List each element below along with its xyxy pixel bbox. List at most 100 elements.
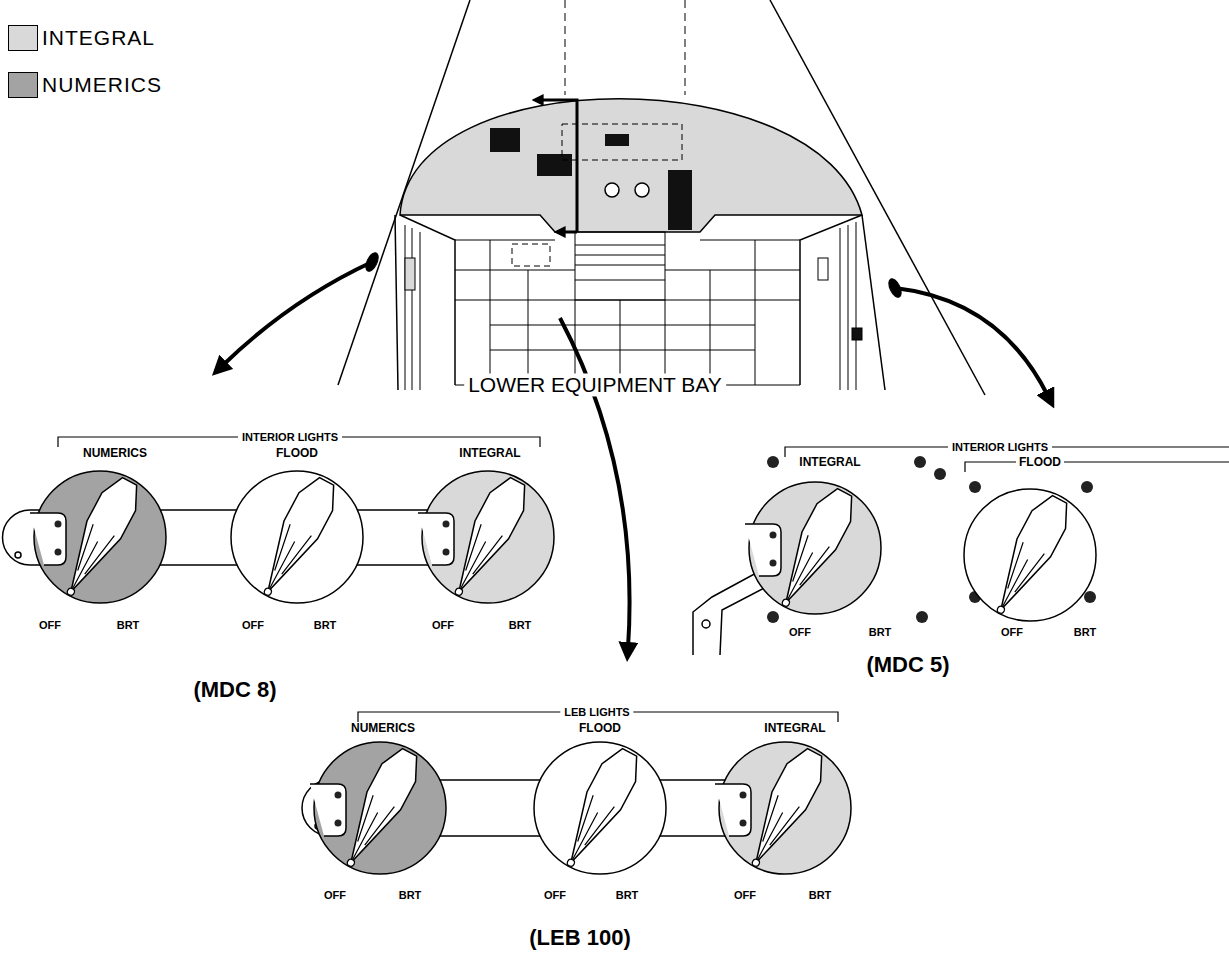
knob-pointer <box>52 472 146 603</box>
knob-graphic <box>920 446 1140 646</box>
pointer-dot <box>781 598 790 607</box>
knob <box>745 482 881 615</box>
pointer-arrow <box>895 288 1048 396</box>
switch-name: FLOOD <box>1016 456 1064 468</box>
guard-rivet <box>55 521 62 528</box>
panel-screw <box>969 481 981 493</box>
knob-pointer <box>737 743 831 874</box>
switch-name: INTEGRAL <box>456 447 523 459</box>
label-bracket <box>58 437 1229 722</box>
pointer-dot <box>566 858 575 867</box>
guard-rivet <box>335 792 342 799</box>
knob-face <box>534 742 666 874</box>
legend-swatch <box>8 72 38 98</box>
lower-equipment-bay <box>400 215 862 390</box>
knob-graphic <box>187 437 407 639</box>
cabin-outline <box>395 215 398 390</box>
guard-rivet <box>443 521 450 528</box>
knob-pointer <box>982 490 1076 621</box>
rotary-switch: INTEGRALOFFBRT <box>378 437 598 639</box>
guard-rivet <box>770 560 777 567</box>
guard-rivet <box>443 549 450 556</box>
knob-graphic <box>270 712 490 909</box>
knob-pointer <box>332 743 426 874</box>
knob-pointer <box>767 483 861 614</box>
lower-equipment-bay <box>490 240 755 385</box>
switch-panel <box>15 552 21 558</box>
knob-graphic <box>378 437 598 639</box>
position-mark: BRT <box>809 890 832 901</box>
pointer-dot <box>263 587 272 596</box>
lower-equipment-bay <box>400 215 862 385</box>
cabin-outline <box>338 0 985 395</box>
rotary-switch: INTEGRALOFFBRT <box>675 712 895 909</box>
switch-name: FLOOD <box>576 722 624 734</box>
lower-equipment-bay <box>852 328 862 340</box>
position-mark: BRT <box>616 890 639 901</box>
panel-screw <box>767 611 779 623</box>
position-mark: OFF <box>242 620 264 631</box>
panel-caption: (MDC 5) <box>862 653 953 677</box>
pointer-body <box>739 743 831 871</box>
knob-graphic <box>675 712 895 909</box>
pointer-body <box>769 483 861 611</box>
panel-screw <box>767 456 779 468</box>
pointer-body <box>554 743 646 871</box>
position-mark: BRT <box>314 620 337 631</box>
knob <box>231 471 363 604</box>
guard-rivet <box>55 549 62 556</box>
pointer-arrow <box>540 100 577 232</box>
pointer-arrow <box>562 231 577 234</box>
guard-rivet <box>770 532 777 539</box>
guard-rivet <box>740 792 747 799</box>
knob <box>964 489 1096 622</box>
legend-text: INTEGRAL <box>42 26 155 50</box>
group-label: INTERIOR LIGHTS <box>238 431 342 443</box>
knob <box>418 471 554 604</box>
position-mark: BRT <box>509 620 532 631</box>
position-mark: BRT <box>1074 627 1097 638</box>
switch-guard <box>310 784 346 836</box>
switch-name: NUMERICS <box>80 447 150 459</box>
rotary-switch: FLOOD OFF BRT <box>490 712 710 909</box>
cabin-outline <box>565 0 685 95</box>
main-display-console <box>605 183 619 197</box>
knob-graphic <box>705 446 925 646</box>
switch-guard <box>418 513 454 565</box>
rotary-switch: INTEGRALOFFBRT <box>705 446 925 646</box>
rotary-switch: FLOODOFFBRT <box>187 437 407 639</box>
switch-name: INTEGRAL <box>761 722 828 734</box>
knob <box>30 471 166 604</box>
pointer-line <box>259 524 311 594</box>
knob-pointer <box>440 472 534 603</box>
switch-guard <box>715 784 751 836</box>
switch-panel <box>693 572 768 655</box>
lower-equipment-bay <box>818 258 828 280</box>
knob-face <box>231 471 363 603</box>
pointer-dot <box>66 587 75 596</box>
main-display-console <box>400 99 862 232</box>
panel-screw <box>1084 591 1096 603</box>
group-label: LEB LIGHTS <box>560 706 633 718</box>
knob-pointer <box>552 743 646 874</box>
panel-screw <box>934 468 946 480</box>
pointer-line <box>992 542 1044 612</box>
pointer-body <box>984 490 1076 618</box>
pointer-line <box>747 795 799 865</box>
pointer-dot <box>996 605 1005 614</box>
legend-swatch <box>8 25 38 51</box>
position-mark: OFF <box>39 620 61 631</box>
pointer-arrow <box>222 100 1048 648</box>
guard-rivet <box>740 820 747 827</box>
pointer-line <box>777 535 829 605</box>
knob <box>534 742 666 875</box>
main-display-console <box>668 170 692 230</box>
main-display-console <box>562 124 682 160</box>
position-mark: BRT <box>399 890 422 901</box>
legend-text: NUMERICS <box>42 73 162 97</box>
pointer-line <box>562 795 614 865</box>
guard-rivet <box>335 820 342 827</box>
knob-pointer <box>249 472 343 603</box>
lower-equipment-bay <box>405 258 415 290</box>
position-mark: OFF <box>544 890 566 901</box>
